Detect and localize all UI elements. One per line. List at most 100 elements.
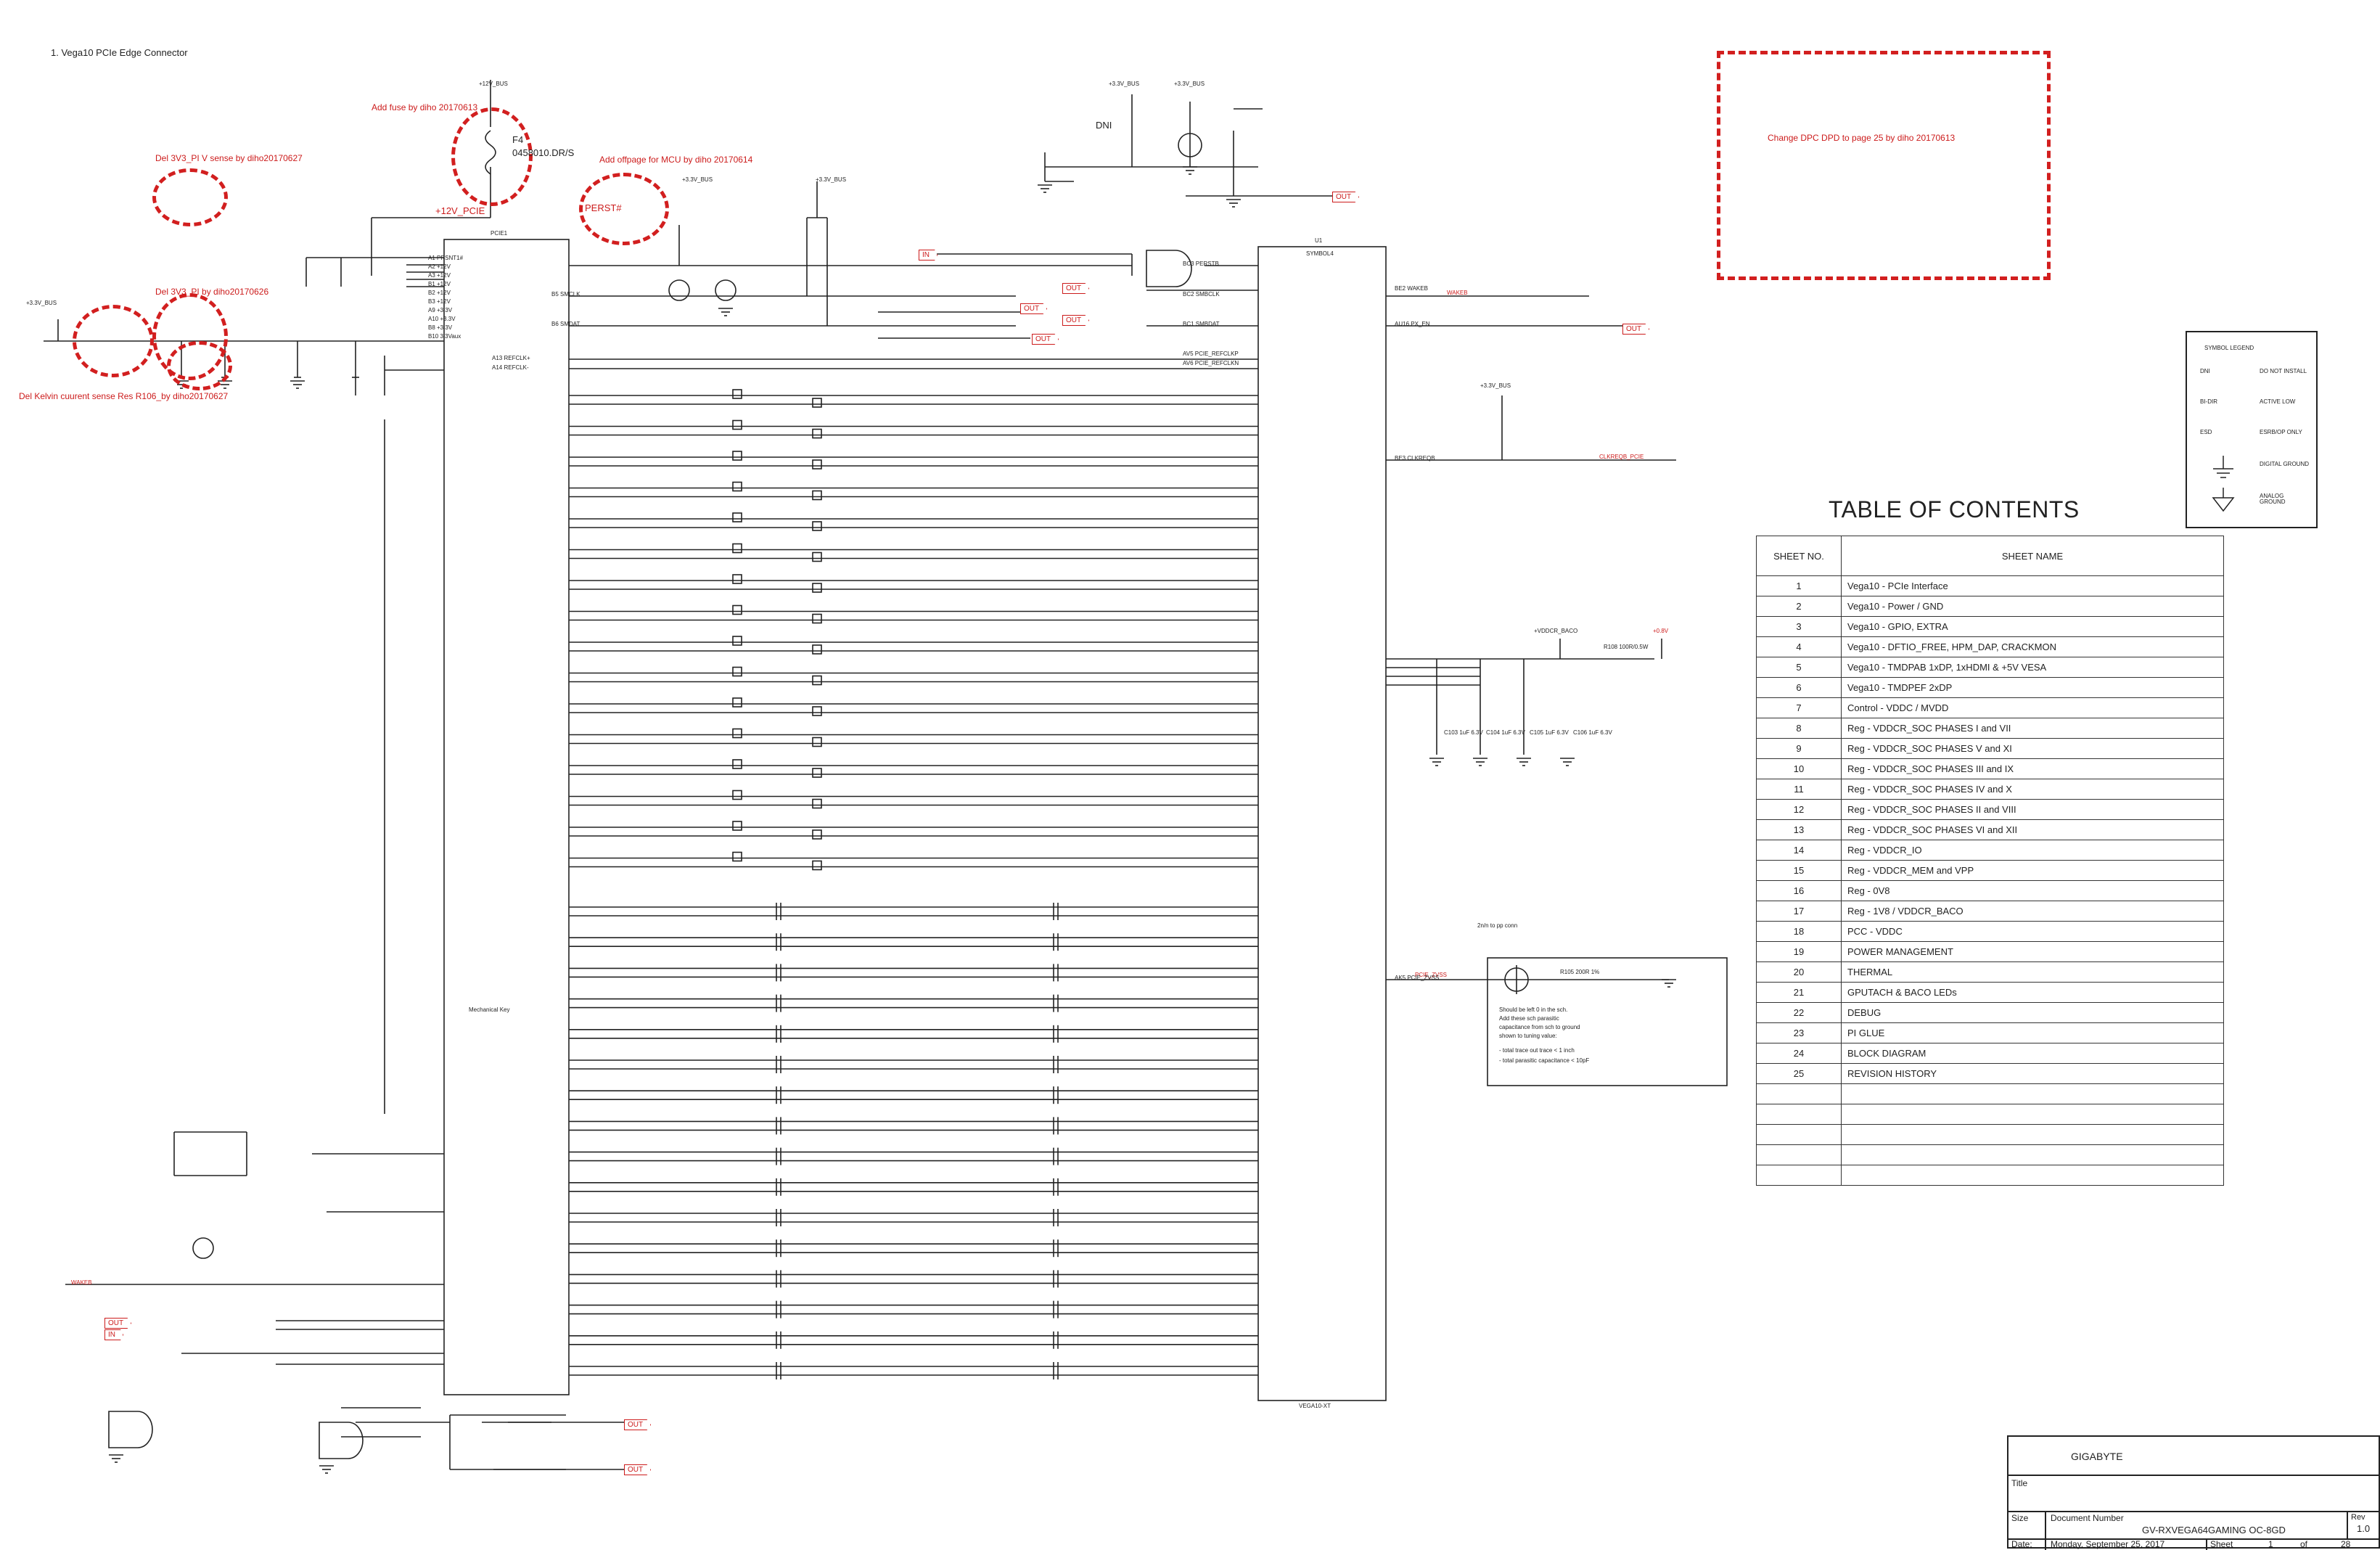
toc-col-name: SHEET NAME (1841, 536, 2224, 576)
toc-sheet-name: Vega10 - Power / GND (1841, 596, 2224, 617)
offpage-out-6: OUT (1622, 324, 1650, 335)
connector-pin-label: A2 +12V (428, 263, 451, 270)
toc-sheet-no: 25 (1756, 1063, 1842, 1084)
fuse-ref: F4 (512, 134, 524, 145)
toc-sheet-name (1841, 1104, 2224, 1125)
cap-c106: C106 1uF 6.3V (1573, 729, 1612, 736)
size-label: Size (2011, 1513, 2029, 1523)
gpu-part: VEGA10-XT (1299, 1403, 1331, 1409)
toc-sheet-name: THERMAL (1841, 961, 2224, 983)
gpu-pin-label: BE3 CLKREQB (1395, 455, 1435, 462)
legend-row-desc: DIGITAL GROUND (2260, 461, 2310, 467)
toc-sheet-no: 16 (1756, 880, 1842, 901)
toc-sheet-name: Reg - VDDCR_MEM and VPP (1841, 860, 2224, 881)
net-wake: WAKEB (1447, 290, 1468, 296)
toc-sheet-name: Reg - VDDCR_SOC PHASES II and VIII (1841, 799, 2224, 820)
toc-sheet-name: Vega10 - TMDPAB 1xDP, 1xHDMI & +5V VESA (1841, 657, 2224, 678)
net-3v3-top: +3.3V_BUS (1109, 81, 1140, 87)
toc-row (1756, 1104, 2224, 1125)
offpage-out-2: OUT (1062, 283, 1090, 294)
zvss-resistor-label: R105 200R 1% (1560, 969, 1600, 975)
sheet-total: 28 (2341, 1539, 2351, 1549)
toc-sheet-no (1756, 1083, 1842, 1104)
rev-value: 1.0 (2357, 1523, 2371, 1534)
legend-row-desc: ANALOG GROUND (2260, 493, 2286, 505)
toc-sheet-name: Reg - VDDCR_SOC PHASES VI and XII (1841, 819, 2224, 840)
net-vddcr-baco: +VDDCR_BACO (1534, 628, 1578, 634)
zvss-caption: 2n/n to pp conn (1477, 922, 1518, 929)
date-value: Monday, September 25, 2017 (2051, 1539, 2165, 1549)
ground-icon (2213, 456, 2233, 478)
zvss-note-line: - total parasitic capacitance < 10pF (1499, 1057, 1590, 1064)
offpage-out-1: OUT (1332, 192, 1360, 202)
sheet-label: Sheet (2210, 1539, 2233, 1549)
offpage-out-5: OUT (1032, 334, 1059, 345)
toc-sheet-name: Vega10 - TMDPEF 2xDP (1841, 677, 2224, 698)
toc-sheet-name: REVISION HISTORY (1841, 1063, 2224, 1084)
connector-signal-pin: B5 SMCLK (551, 291, 580, 298)
connector-pin-label: A9 +3.3V (428, 307, 453, 313)
zvss-note-line: shown to tuning value: (1499, 1033, 1557, 1039)
net-perst: PERST# (585, 202, 622, 213)
toc-sheet-no: 19 (1756, 941, 1842, 962)
toc-sheet-name: Vega10 - PCIe Interface (1841, 575, 2224, 596)
toc-sheet-name: GPUTACH & BACO LEDs (1841, 982, 2224, 1003)
toc-sheet-no: 7 (1756, 697, 1842, 718)
connector-pin-label: B10 3.3Vaux (428, 333, 461, 340)
toc-sheet-no: 8 (1756, 718, 1842, 739)
doc-number-label: Document Number (2051, 1513, 2124, 1523)
dpc-note-box (1717, 51, 2051, 280)
toc-sheet-no: 12 (1756, 799, 1842, 820)
toc-sheet-no: 3 (1756, 616, 1842, 637)
note-change-dpc: Change DPC DPD to page 25 by diho 201706… (1768, 133, 1956, 143)
note-del-3v3-pi: Del 3V3_PI by diho20170626 (155, 287, 269, 297)
gpu-pin-label: BC2 SMBCLK (1183, 291, 1220, 298)
net-3v3-mid: +3.3V_BUS (816, 176, 847, 183)
toc-row (1756, 1083, 2224, 1104)
net-pcie-zvss: PCIE_ZVSS (1415, 972, 1448, 978)
toc-sheet-name: Vega10 - DFTIO_FREE, HPM_DAP, CRACKMON (1841, 636, 2224, 657)
toc-sheet-name: POWER MANAGEMENT (1841, 941, 2224, 962)
analog-ground-icon (2212, 488, 2235, 512)
net-3v3-top-2: +3.3V_BUS (1174, 81, 1205, 87)
legend-row-desc: ESRB/OP ONLY (2260, 429, 2302, 435)
connector-pin-label: B1 +12V (428, 281, 451, 287)
fuse-net-label: +12V_BUS (479, 81, 508, 87)
date-label: Date: (2011, 1539, 2032, 1549)
toc-sheet-no: 2 (1756, 596, 1842, 617)
symbol-legend-title: SYMBOL LEGEND (2204, 345, 2254, 351)
legend-row-key: BI-DIR (2200, 398, 2217, 405)
toc-sheet-no: 11 (1756, 779, 1842, 800)
toc-col-no: SHEET NO. (1756, 536, 1842, 576)
r108-label: R108 100R/0.5W (1604, 644, 1649, 650)
note-del-kelvin: Del Kelvin cuurent sense Res R106_by dih… (19, 391, 229, 401)
toc-sheet-no (1756, 1144, 1842, 1165)
connector-ref: PCIE1 (491, 230, 508, 237)
gpu-pin-label: AV6 PCIE_REFCLKN (1183, 360, 1239, 366)
sheet-number: 1 (2268, 1539, 2273, 1549)
toc-sheet-name: Reg - VDDCR_SOC PHASES I and VII (1841, 718, 2224, 739)
toc-sheet-no: 22 (1756, 1002, 1842, 1023)
net-dni-top: DNI (1096, 120, 1112, 131)
symbol-legend: SYMBOL LEGEND DNI DO NOT INSTALL BI-DIR … (2186, 331, 2318, 528)
toc-sheet-no: 1 (1756, 575, 1842, 596)
offpage-out-7: OUT (624, 1419, 652, 1430)
connector-pin-label: A1 PRSNT1# (428, 255, 464, 261)
net-wake-left: WAKEB (71, 1279, 92, 1286)
sheet-heading: 1. Vega10 PCIe Edge Connector (51, 47, 188, 58)
perst-note-circle (579, 173, 669, 245)
legend-row-key: ESD (2200, 429, 2212, 435)
toc-sheet-name: Reg - 1V8 / VDDCR_BACO (1841, 901, 2224, 922)
net-clkreq: CLKREQB_PCIE (1599, 454, 1644, 460)
kelvin-note-circle (73, 305, 154, 377)
toc-sheet-name (1841, 1124, 2224, 1145)
